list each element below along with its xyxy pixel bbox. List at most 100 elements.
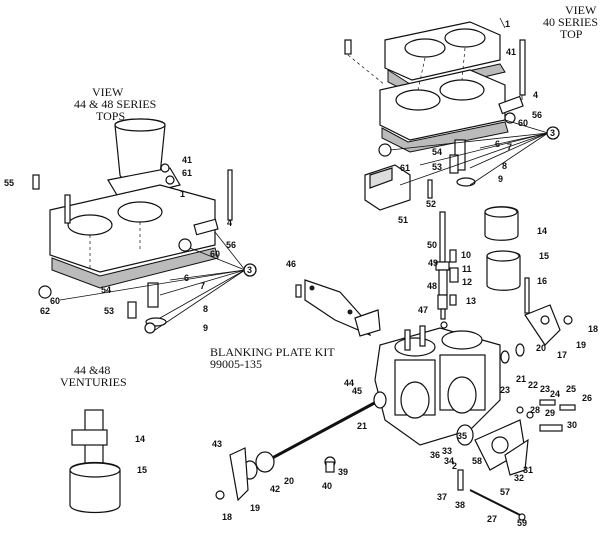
label-r16: 16: [537, 276, 547, 286]
label-l4: 4: [227, 218, 232, 228]
label-r54: 54: [432, 147, 442, 157]
label-l55: 55: [4, 178, 14, 188]
label-r26: 26: [582, 393, 592, 403]
throttle-shaft: [215, 391, 387, 502]
label-r31: 31: [523, 465, 533, 475]
label-r61: 61: [400, 163, 410, 173]
label-r43: 43: [212, 439, 222, 449]
label-r58: 58: [472, 456, 482, 466]
label-r18: 18: [588, 324, 598, 334]
label-r29: 29: [545, 408, 555, 418]
label-r22: 22: [528, 380, 538, 390]
label-r37: 37: [437, 492, 447, 502]
label-r4: 4: [533, 90, 538, 100]
label-r28: 28: [530, 405, 540, 415]
caption-venturies-line1: 44 &48: [74, 363, 110, 377]
label-l6: 6: [184, 273, 189, 283]
label-r45: 45: [352, 386, 362, 396]
right-callout-leaders: [389, 17, 549, 186]
label-r12: 12: [462, 277, 472, 287]
blanking-plate: [295, 279, 381, 337]
venturies-44-48: [69, 409, 121, 514]
callout-circle-3-left: [243, 263, 257, 277]
top-cover-40-series: [344, 21, 526, 211]
label-r49: 49: [428, 258, 438, 268]
label-r42: 42: [270, 484, 280, 494]
label-r6: 6: [495, 139, 500, 149]
label-r53: 53: [432, 162, 442, 172]
label-r25: 25: [566, 384, 576, 394]
label-r50: 50: [427, 240, 437, 250]
label-r19b: 19: [250, 503, 260, 513]
label-r20: 20: [536, 343, 546, 353]
label-r30: 30: [567, 420, 577, 430]
caption-view-40-line2: 40 SERIES: [543, 15, 598, 29]
left-callout-leaders: [59, 231, 246, 331]
label-r9: 9: [498, 174, 503, 184]
caption-view-44-line2: 44 & 48 SERIES: [74, 97, 156, 111]
caption-view-44-line3: TOPS: [96, 109, 125, 123]
label-r27: 27: [487, 514, 497, 524]
label-r51: 51: [398, 215, 408, 225]
label-r56: 56: [532, 110, 542, 120]
label-r7: 7: [507, 142, 512, 152]
top-cover-44-48-series: [32, 118, 233, 334]
label-r32: 32: [514, 473, 524, 483]
label-r17: 17: [557, 350, 567, 360]
label-r13: 13: [466, 296, 476, 306]
label-l41: 41: [182, 155, 192, 165]
right-middle-parts: [435, 206, 530, 329]
lower-right-parts: [456, 304, 576, 521]
label-r21a: 21: [516, 374, 526, 384]
caption-view-40-line1: VIEW: [565, 3, 597, 17]
label-r34: 34: [444, 456, 454, 466]
label-r23: 23: [540, 384, 550, 394]
label-r21b: 21: [357, 421, 367, 431]
label-r15: 15: [539, 251, 549, 261]
label-r23b: 23: [500, 385, 510, 395]
label-r59: 59: [517, 518, 527, 528]
label-r24: 24: [550, 389, 560, 399]
caption-venturies-line2: VENTURIES: [60, 375, 127, 389]
label-l54: 54: [101, 285, 111, 295]
label-r10: 10: [461, 250, 471, 260]
label-r46: 46: [286, 259, 296, 269]
label-r60: 60: [518, 118, 528, 128]
label-l56: 56: [226, 240, 236, 250]
label-r19: 19: [576, 340, 586, 350]
label-l9: 9: [203, 323, 208, 333]
part-number-labels: 1 41 4 56 60 3 54 6 7 53 8 61 9 52 51 14…: [4, 19, 598, 528]
caption-view-44-line1: VIEW: [92, 85, 124, 99]
label-r47: 47: [418, 305, 428, 315]
label-r35: 35: [457, 431, 467, 441]
label-l1: 1: [180, 189, 185, 199]
label-l8: 8: [203, 304, 208, 314]
label-r8: 8: [502, 161, 507, 171]
label-l3: 3: [247, 265, 252, 275]
label-r41: 41: [506, 47, 516, 57]
label-r52: 52: [426, 199, 436, 209]
label-l60a: 60: [210, 249, 220, 259]
label-l7: 7: [200, 281, 205, 291]
label-l60b: 60: [50, 296, 60, 306]
callout-circle-3-right: [546, 126, 560, 140]
label-r20b: 20: [284, 476, 294, 486]
label-l14: 14: [135, 434, 145, 444]
caption-blanking-plate-kit: BLANKING PLATE KIT: [210, 345, 335, 359]
label-l53: 53: [104, 306, 114, 316]
caption-view-40-line3: TOP: [560, 27, 583, 41]
label-r18b: 18: [222, 512, 232, 522]
label-r2: 2: [452, 461, 457, 471]
label-r39: 39: [338, 467, 348, 477]
label-l15: 15: [137, 465, 147, 475]
label-r11: 11: [462, 264, 472, 274]
label-r1: 1: [505, 19, 510, 29]
label-l62: 62: [40, 306, 50, 316]
caption-blanking-part-number: 99005-135: [210, 357, 262, 371]
label-r36: 36: [430, 450, 440, 460]
label-r57: 57: [500, 487, 510, 497]
label-r38: 38: [455, 500, 465, 510]
label-r40: 40: [322, 481, 332, 491]
label-r48: 48: [427, 281, 437, 291]
